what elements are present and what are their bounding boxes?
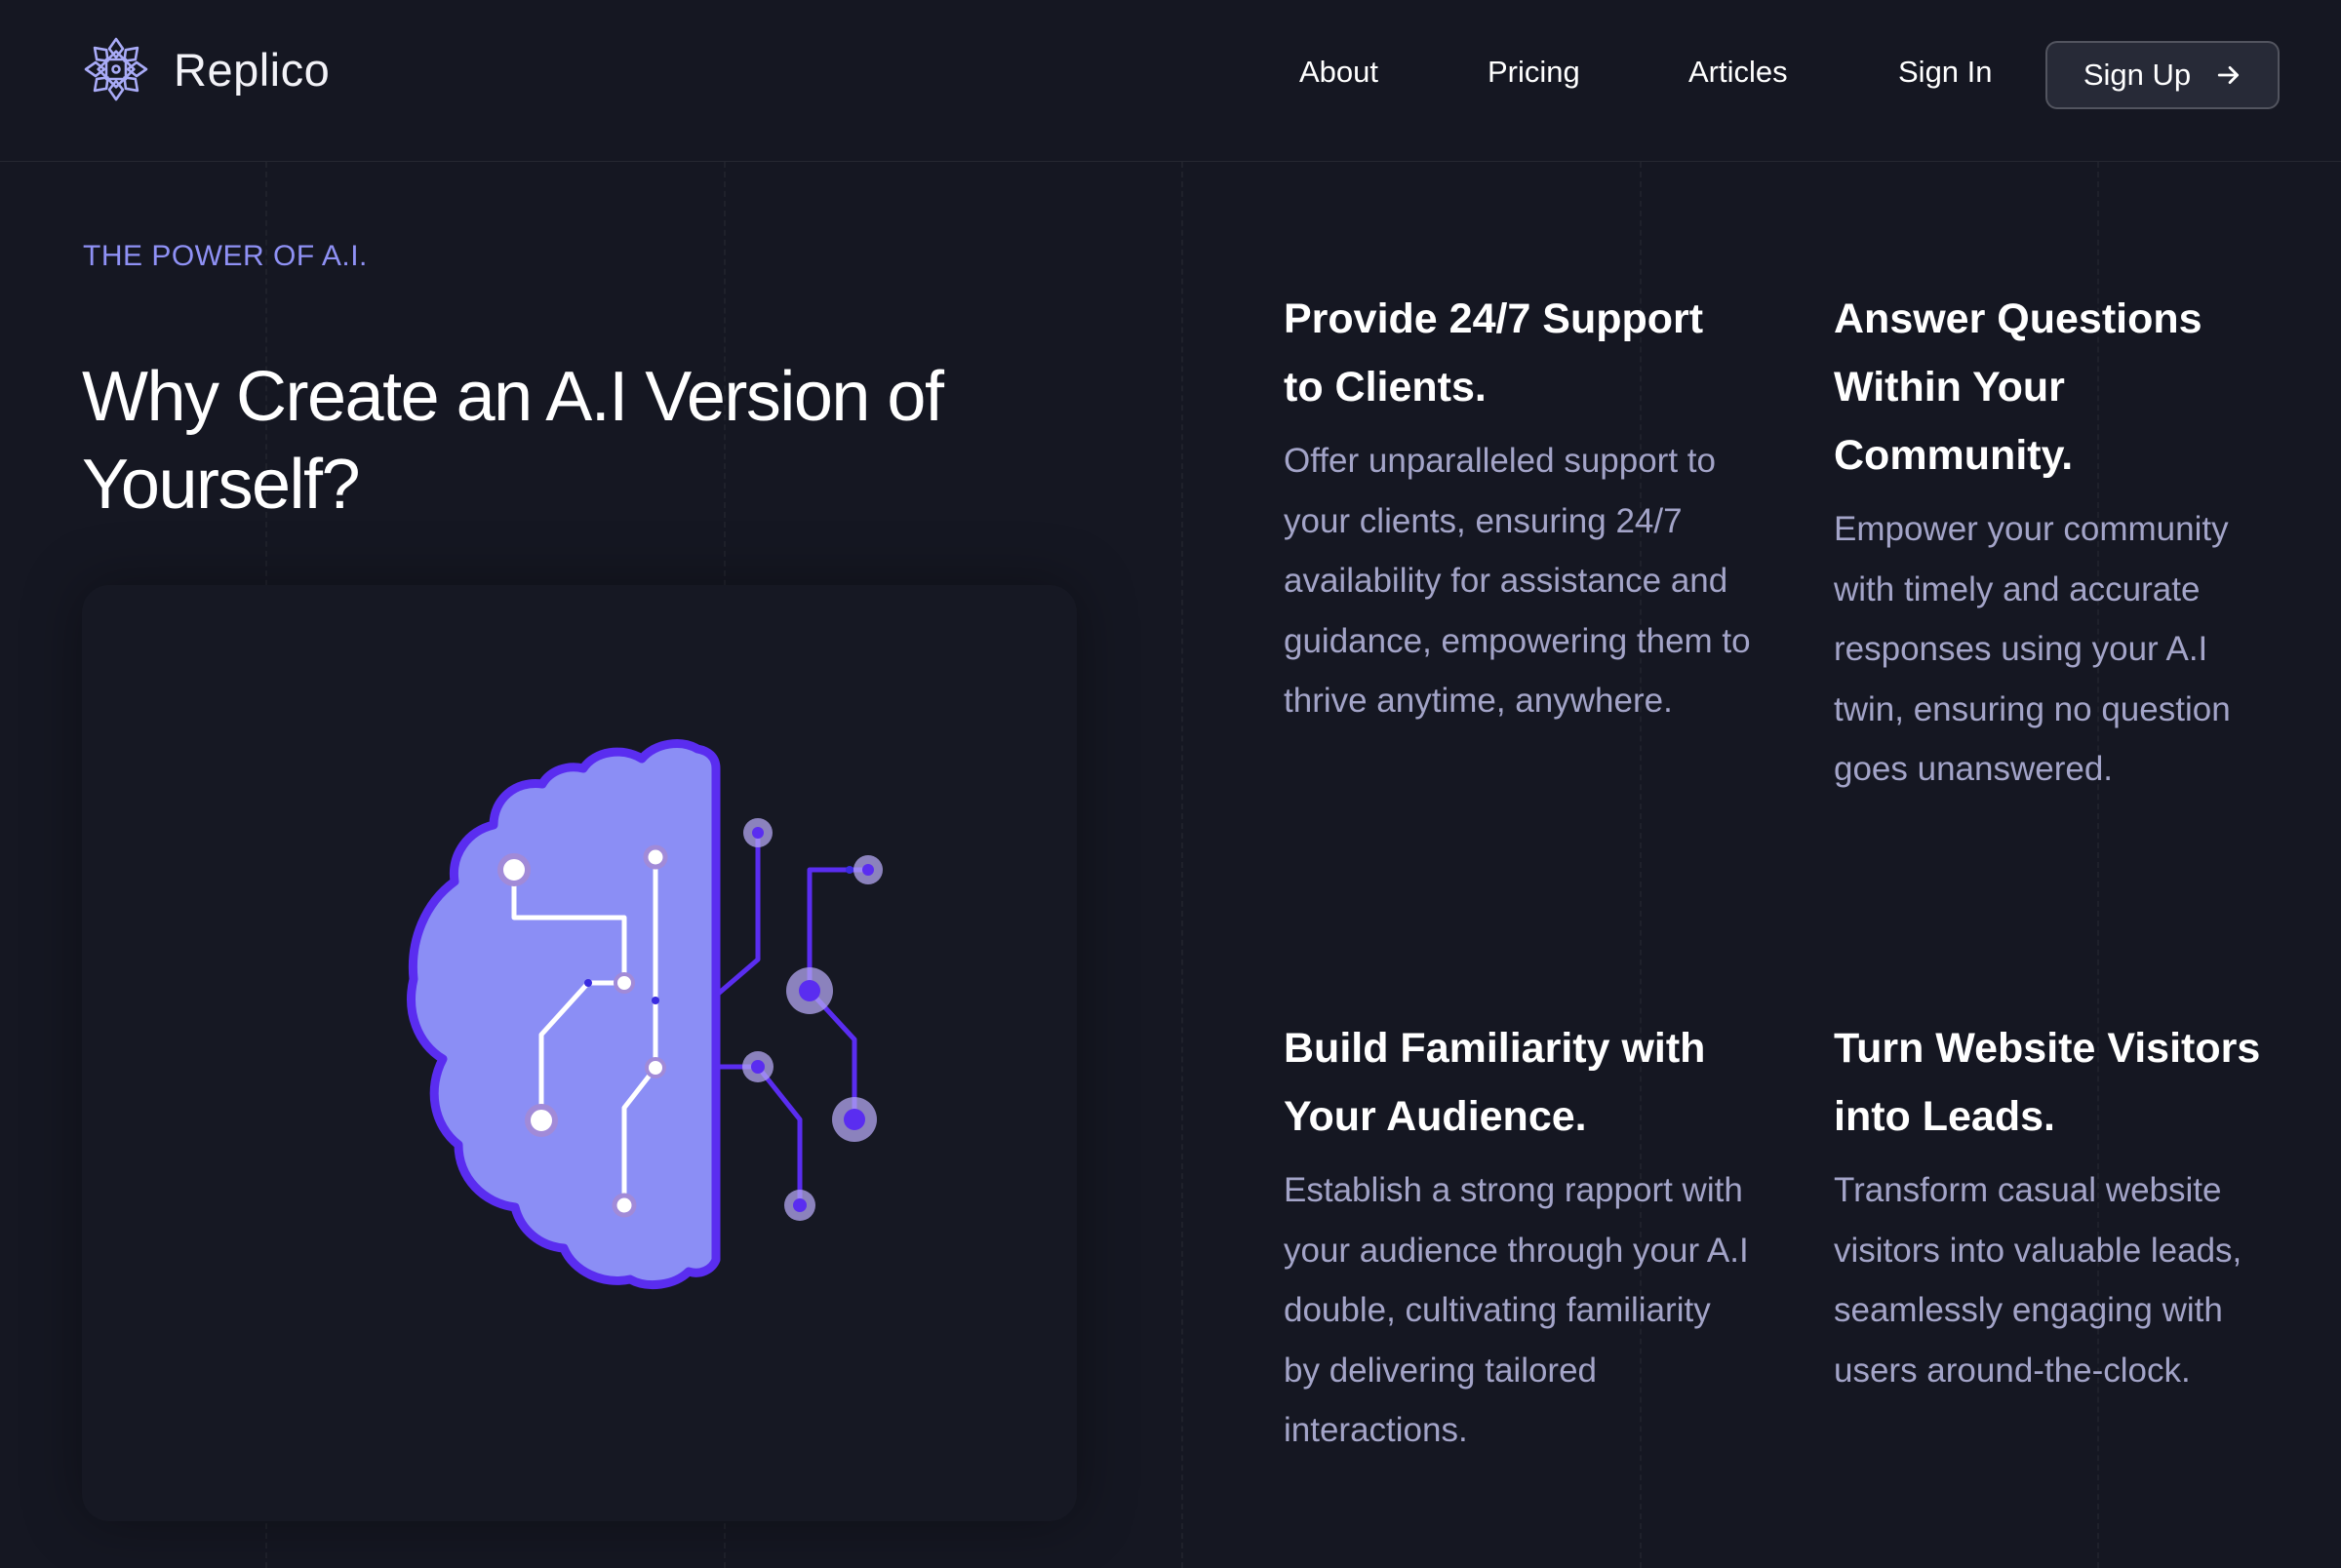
nav-link-articles[interactable]: Articles [1688, 55, 1788, 89]
section-title: Why Create an A.I Version of Yourself? [82, 358, 944, 524]
feature-title: Turn Website Visitors into Leads. [1834, 1025, 2261, 1140]
feature-title: Provide 24/7 Support to Clients. [1284, 295, 1704, 411]
feature-title: Build Familiarity with Your Audience. [1284, 1025, 1706, 1140]
feature-visitors-to-leads: Turn Website Visitors into Leads. Transf… [1834, 1014, 2292, 1400]
brand-logo[interactable]: Replico [82, 35, 330, 103]
feature-24-7-support: Provide 24/7 Support to Clients. Offer u… [1284, 285, 1752, 731]
feature-build-familiarity: Build Familiarity with Your Audience. Es… [1284, 1014, 1752, 1461]
brand-name: Replico [174, 43, 331, 96]
grid-line [1181, 162, 1183, 1568]
brain-circuit-icon [407, 739, 883, 1289]
feature-answer-questions: Answer Questions Within Your Community. … [1834, 285, 2282, 800]
feature-description: Offer unparalleled support to your clien… [1284, 442, 1751, 720]
feature-title: Answer Questions Within Your Community. [1834, 295, 2202, 479]
nav-link-about[interactable]: About [1299, 55, 1379, 89]
grid-line [1640, 162, 1642, 1568]
hero-image-card [82, 585, 1077, 1521]
arrow-right-icon [2217, 66, 2240, 84]
sign-up-label: Sign Up [2083, 58, 2192, 92]
sign-up-button[interactable]: Sign Up [2045, 41, 2280, 109]
feature-description: Empower your community with timely and a… [1834, 510, 2231, 788]
nav-link-sign-in[interactable]: Sign In [1898, 55, 1993, 89]
snowflake-logo-icon [84, 37, 148, 101]
section-eyebrow: THE POWER OF A.I. [83, 240, 368, 272]
nav-link-pricing[interactable]: Pricing [1488, 55, 1580, 89]
site-header: Replico About Pricing Articles Sign In S… [0, 0, 2341, 162]
feature-description: Transform casual website visitors into v… [1834, 1171, 2242, 1390]
feature-description: Establish a strong rapport with your aud… [1284, 1171, 1749, 1449]
grid-line [2097, 162, 2099, 1568]
